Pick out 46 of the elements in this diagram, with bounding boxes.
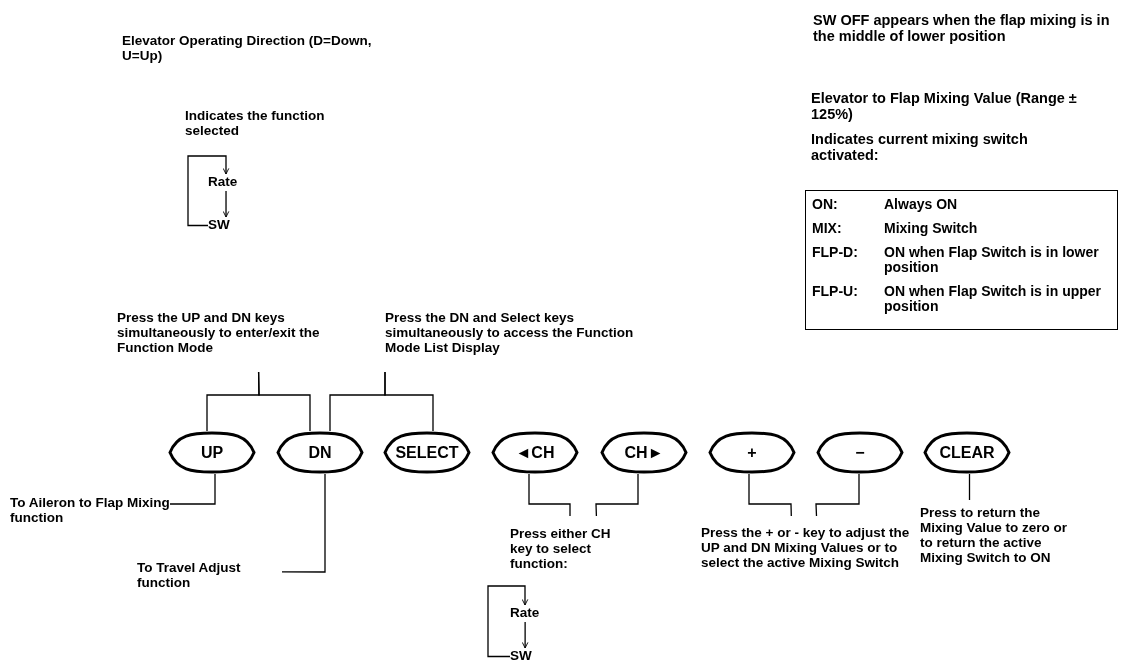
oval-key: UP	[167, 431, 257, 474]
table-cell-text: FLP-D:	[812, 245, 859, 262]
callout-text: Press either CH key to select function:	[510, 516, 630, 580]
table-cell-text: FLP-U:	[812, 284, 859, 301]
oval-key: CH►	[599, 431, 689, 474]
table-cell-text: Mixing Switch	[884, 221, 979, 238]
oval-key: SELECT	[382, 431, 472, 474]
leader-line	[595, 473, 639, 517]
leader-line	[281, 473, 326, 573]
oval-key: −	[815, 431, 905, 474]
table-cell-text: MIX:	[812, 221, 843, 238]
leader-line	[815, 473, 860, 517]
info-table	[805, 190, 1118, 330]
table-cell-text: ON:	[812, 197, 839, 214]
callout-text: Press the UP and DN keys simultaneously to enter/exit the Function Mode	[117, 310, 357, 372]
table-cell-text: ON when Flap Switch is in lower position	[884, 245, 1100, 277]
callout-text: Press the DN and Select keys simultaneously to access the Function Mode List Display	[385, 310, 643, 372]
leader-line	[384, 371, 434, 432]
callout-text: Press the + or - key to adjust the UP and DN Mixing Values or to select the active Mixing Switch	[701, 516, 911, 626]
leader-line	[169, 473, 216, 505]
arrow	[487, 585, 529, 658]
arrow	[187, 155, 230, 227]
note-text: Elevator Operating Direction (D=Down, U=Up)	[122, 33, 372, 63]
callout-text: SW	[208, 217, 234, 234]
callout-text: To Aileron to Flap Mixing function	[10, 495, 170, 531]
note-text: Elevator to Flap Mixing Value (Range ± 125%)	[811, 90, 1078, 122]
table-cell-text: ON when Flap Switch is in upper position	[884, 284, 1103, 316]
oval-key: +	[707, 431, 797, 474]
note-text: SW OFF appears when the flap mixing is in the middle of lower position	[813, 12, 1111, 44]
arrow	[222, 190, 230, 218]
oval-key: DN	[275, 431, 365, 474]
leader-line	[748, 473, 792, 517]
callout-text: Rate	[510, 605, 546, 622]
callout-text: Press to return the Mixing Value to zero or to return the active Mixing Switch to ON	[920, 500, 1070, 600]
note-text: Indicates current mixing switch activated:	[811, 131, 1029, 163]
arrow	[521, 621, 529, 649]
table-cell-text: Always ON	[884, 197, 959, 214]
callout-text: Rate	[208, 174, 242, 191]
callout-text: SW	[510, 648, 536, 665]
oval-key: ◄CH	[490, 431, 580, 474]
oval-key: CLEAR	[922, 431, 1012, 474]
callout-text: To Travel Adjust function	[137, 560, 282, 596]
leader-line	[968, 473, 971, 501]
leader-line	[257, 371, 311, 432]
leader-line	[528, 473, 571, 517]
note-text: Indicates the function selected	[185, 108, 326, 138]
